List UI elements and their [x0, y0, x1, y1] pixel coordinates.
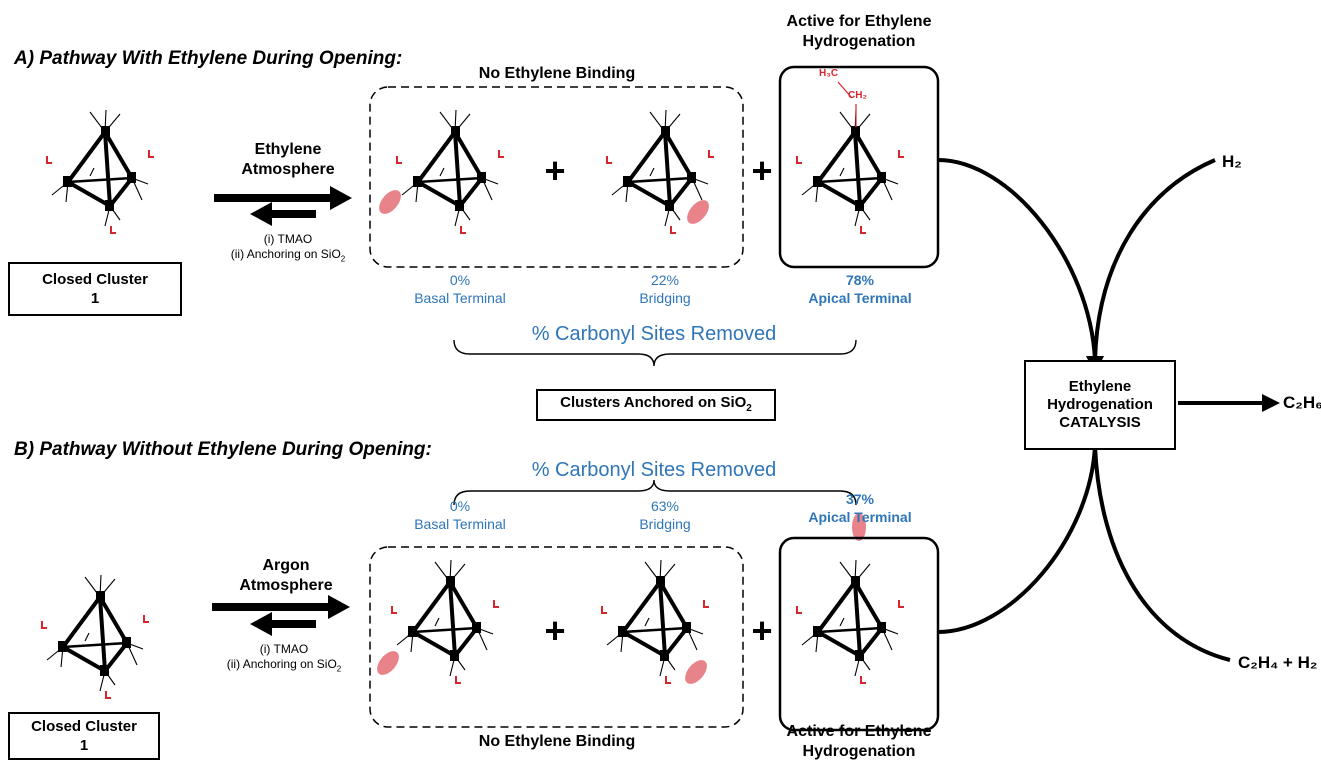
closed-cluster-b-title: Closed Cluster: [31, 718, 137, 735]
closed-cluster-b: [39, 573, 151, 701]
ethyl-ch2-label: CH₂: [848, 90, 867, 101]
plus-sign: +: [751, 150, 773, 191]
path-b-basal: 0%Basal Terminal: [414, 498, 506, 532]
carbonyl-removed-title-a: % Carbonyl Sites Removed: [531, 323, 777, 345]
plus-sign: +: [544, 610, 566, 651]
cluster-b-apical: [794, 558, 906, 686]
active-box-a: [778, 65, 940, 269]
removed-site-marker: [687, 200, 709, 224]
plus-sign: +: [751, 610, 773, 651]
brace-a: [453, 339, 857, 367]
brace-b: [453, 479, 857, 506]
ethyl-ch3-label: H₃C: [819, 68, 839, 79]
cluster-a-basal: [394, 108, 506, 236]
closed-cluster-a-title: Closed Cluster: [42, 271, 148, 288]
reverse-steps-a: (i) TMAO(ii) Anchoring on SiO2: [230, 232, 346, 264]
path-b-apical: 37%Apical Terminal: [808, 491, 912, 525]
plus-sign: +: [544, 150, 566, 191]
flow-curve-c2h4: [1093, 445, 1231, 662]
anchored-box: Clusters Anchored on SiO2: [536, 389, 776, 421]
removed-site-marker: [377, 651, 399, 675]
removed-site-marker: [379, 190, 401, 214]
closed-cluster-b-box: Closed Cluster 1: [8, 712, 160, 760]
c2h6-label: C₂H₆: [1283, 393, 1321, 412]
removed-site-marker: [852, 513, 866, 541]
no-binding-box-a: [369, 86, 744, 268]
anchored-label: Clusters Anchored on SiO: [560, 393, 747, 411]
no-binding-box-b: [369, 546, 744, 728]
c2h4-h2-label: C₂H₄ + H₂: [1238, 653, 1318, 672]
removed-site-marker: [685, 660, 707, 684]
section-a-title: A) Pathway With Ethylene During Opening:: [14, 48, 403, 69]
path-a-basal: 0%Basal Terminal: [414, 272, 506, 306]
section-b-title: B) Pathway Without Ethylene During Openi…: [14, 439, 432, 460]
h2-label: H₂: [1222, 152, 1242, 171]
carbonyl-removed-title-b: % Carbonyl Sites Removed: [531, 459, 777, 481]
closed-cluster-b-number: 1: [79, 737, 89, 754]
flow-curve-h2: [1093, 158, 1216, 361]
closed-cluster-a-box: Closed Cluster 1: [8, 262, 182, 316]
path-a-bridging: 22%Bridging: [639, 272, 691, 306]
cluster-b-basal: [389, 558, 501, 686]
path-a-apical: 78%Apical Terminal: [808, 272, 912, 306]
closed-cluster-a: [44, 108, 156, 236]
closed-cluster-a-number: 1: [90, 290, 100, 307]
flow-curve-a: [937, 158, 1097, 361]
no-ethylene-binding-a: No Ethylene Binding: [478, 65, 636, 82]
path-b-bridging: 63%Bridging: [639, 498, 691, 532]
no-ethylene-binding-b: No Ethylene Binding: [478, 733, 636, 750]
flow-curve-b: [937, 445, 1097, 634]
cluster-a-apical: [794, 108, 906, 236]
reverse-steps-b: (i) TMAO(ii) Anchoring on SiO2: [226, 642, 342, 674]
